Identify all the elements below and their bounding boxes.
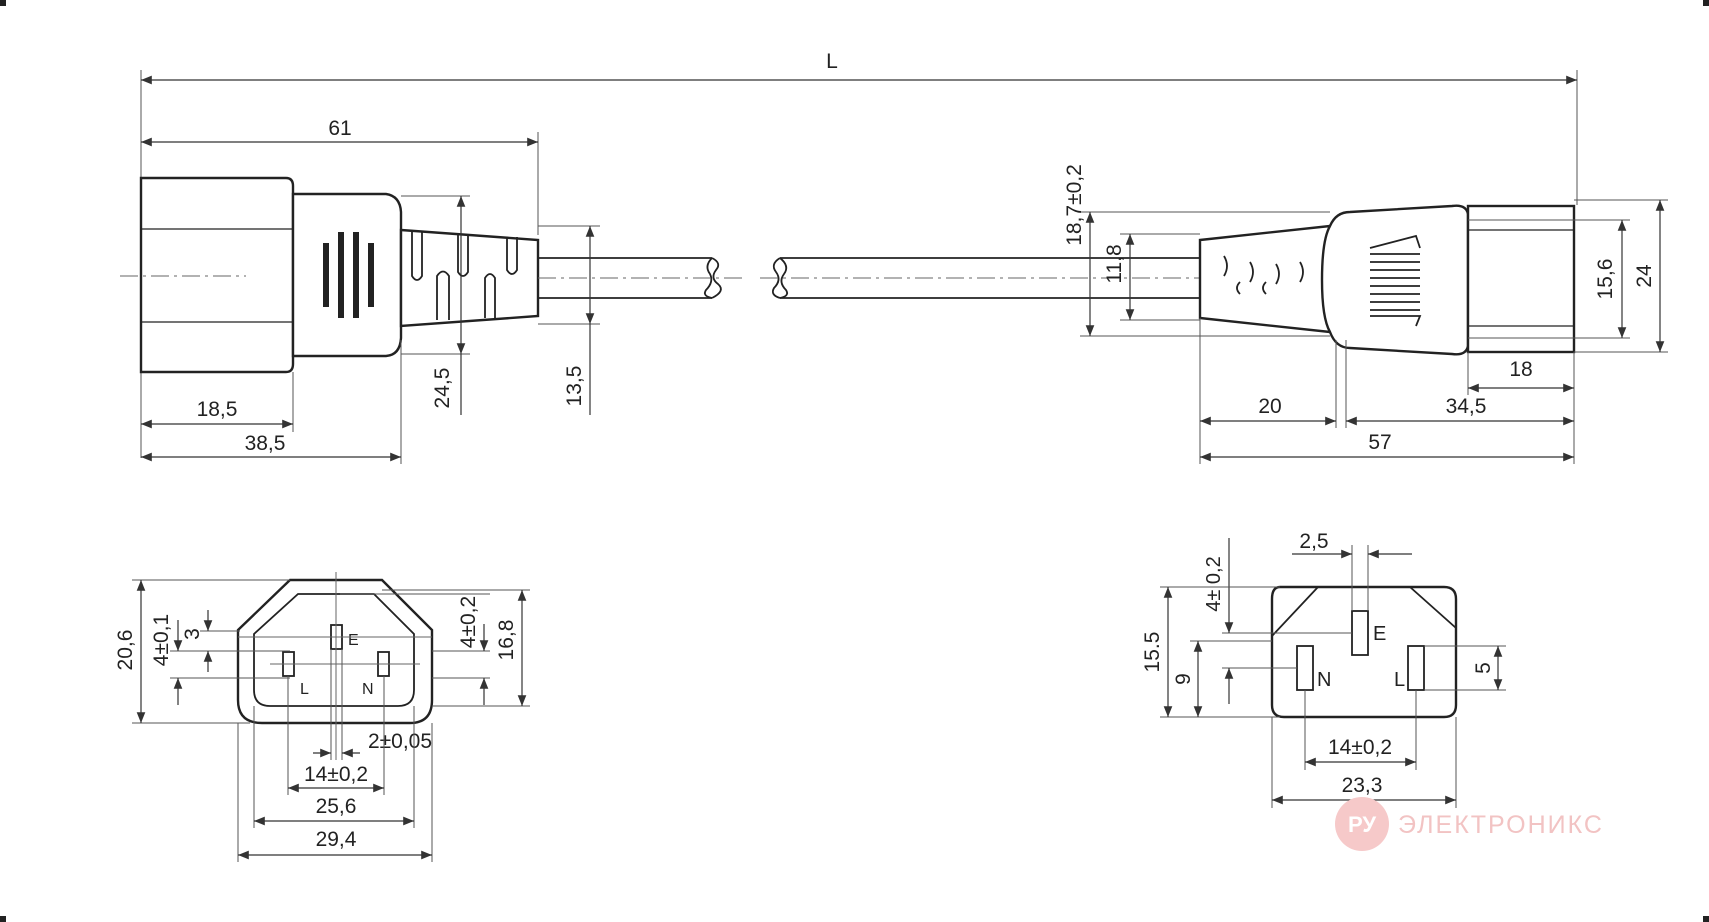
dim-34-5: 34,5: [1446, 395, 1487, 418]
right-connector-side-view: [760, 204, 1630, 356]
c13-dim-25-6: 25,6: [316, 795, 357, 818]
plug-label-n: N: [1317, 669, 1331, 691]
plug-dim-14-02: 14±0,2: [1328, 736, 1392, 759]
plug-dim-15-5: 15.5: [1141, 632, 1164, 673]
dim-15-6: 15,6: [1594, 259, 1617, 300]
dim-18-5: 18,5: [197, 398, 238, 421]
right-grip-ribs: [1369, 234, 1422, 327]
plug-dim-4-02: 4± 0,2: [1203, 556, 1225, 611]
c13-dim-14-02: 14±0,2: [304, 763, 368, 786]
plug-face-dimensions: 2,5 4± 0,2 15.5 9 5 14±0,2 23,3: [1141, 530, 1506, 808]
c13-dim-4-02: 4±0,2: [457, 596, 480, 648]
plug-dim-5: 5: [1472, 662, 1495, 674]
plug-face-outline: [1270, 585, 1458, 719]
dim-20: 20: [1258, 395, 1281, 418]
dim-38-5: 38,5: [245, 432, 286, 455]
watermark-badge: РУ: [1348, 812, 1376, 837]
left-plug-side-view: [120, 176, 745, 374]
plug-label-l: L: [1394, 669, 1405, 691]
c13-label-l: L: [300, 681, 309, 698]
left-strain-relief: [399, 228, 540, 328]
dim-24-5: 24,5: [431, 368, 454, 409]
watermark-logo: РУ ЭЛЕКТРОНИКС: [1335, 797, 1604, 851]
left-plug-grip: [291, 192, 403, 358]
plug-dim-2-5: 2,5: [1299, 530, 1328, 553]
dim-18: 18: [1509, 358, 1532, 381]
c13-dim-16-8: 16,8: [495, 620, 518, 661]
left-plug-dimensions: 61 18,5 38,5 24,5 13,5: [141, 117, 600, 464]
dim-57: 57: [1368, 431, 1391, 454]
right-connector-body: [1320, 204, 1470, 356]
dim-61: 61: [328, 117, 351, 140]
c13-dim-2-005: 2±0,05: [368, 730, 432, 753]
plug-label-e: E: [1373, 623, 1386, 645]
c13-face-dimensions: 20,6 4±0,1 3 4±0,2 16,8 2±0,05 14±0,: [114, 579, 530, 862]
c13-dim-4-01: 4±0,1: [150, 614, 173, 666]
c13-inner-outline: [253, 593, 415, 707]
watermark-text: ЭЛЕКТРОНИКС: [1398, 811, 1604, 839]
dim-18-7: 18,7±0,2: [1063, 164, 1086, 246]
dim-11-8: 11,8: [1103, 244, 1126, 283]
c13-label-n: N: [362, 681, 374, 698]
c13-dim-20-6: 20,6: [114, 630, 137, 671]
c13-label-e: E: [348, 632, 359, 649]
plug-dim-23-3: 23,3: [1342, 774, 1383, 797]
c13-dim-3: 3: [181, 628, 204, 640]
plug-dim-9: 9: [1172, 673, 1195, 685]
length-label: L: [826, 50, 838, 73]
plug-face-view: E N L: [1270, 585, 1458, 719]
dim-13-5: 13,5: [563, 366, 586, 407]
grip-ridges: [323, 232, 374, 318]
right-strain-relief: [1198, 224, 1332, 334]
cable-left: [538, 257, 722, 299]
right-connector-dimensions: 18,7±0,2 11,8 15,6 24 18 20 34,5 57: [1063, 164, 1668, 464]
dim-24: 24: [1633, 264, 1656, 288]
c13-dim-29-4: 29,4: [316, 828, 357, 851]
left-plug-body: [139, 176, 295, 374]
right-socket-front: [1466, 204, 1576, 354]
